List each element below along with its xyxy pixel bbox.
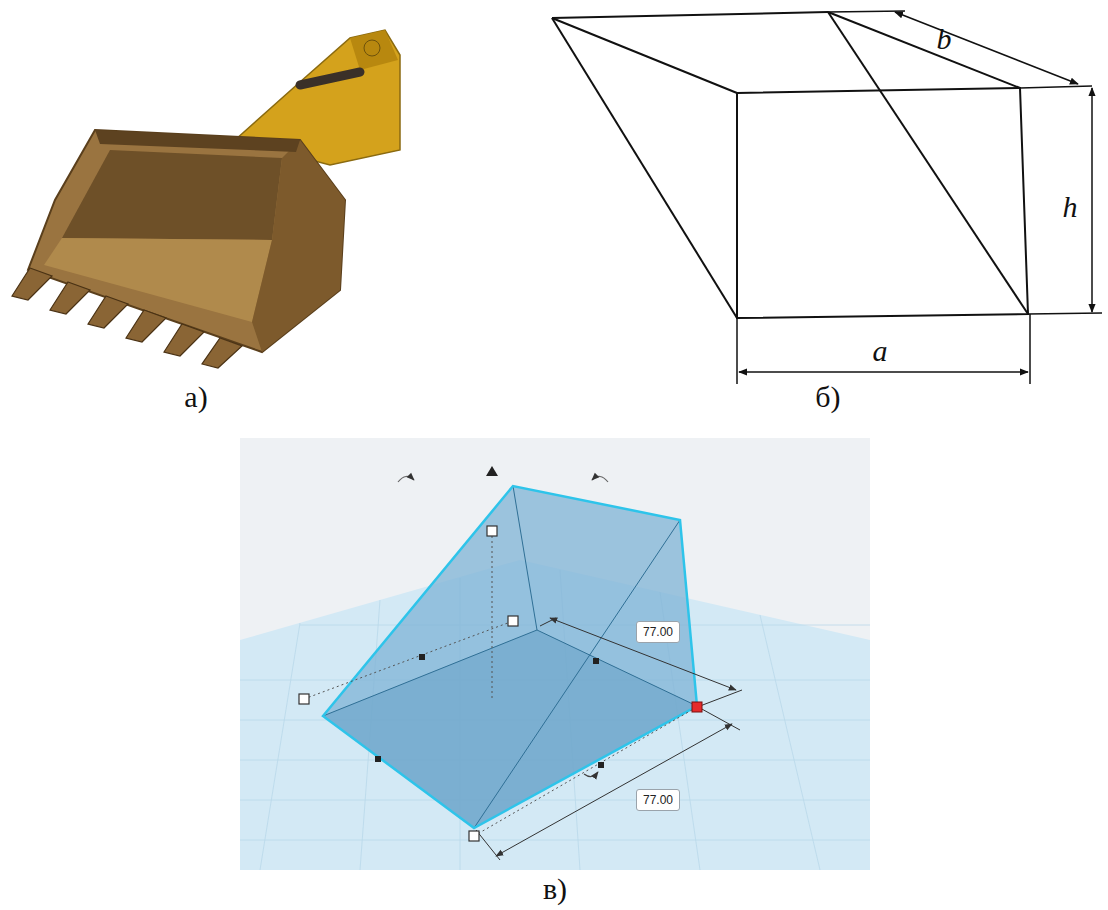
dimension-lines	[737, 11, 1102, 384]
dimension-label: h	[1063, 190, 1078, 223]
wedge-base	[323, 630, 697, 828]
midpoint-handles	[375, 654, 604, 768]
bucket-teeth	[12, 268, 242, 368]
rotate-icon	[592, 476, 608, 482]
bucket-photo	[12, 30, 400, 368]
bucket-side-plate	[252, 140, 345, 352]
bucket-top-edge	[95, 130, 300, 152]
rotate-icon	[398, 476, 414, 482]
hydraulic-rod	[300, 72, 360, 85]
dimension-tag: 77.00	[636, 789, 680, 811]
size-guide	[304, 621, 513, 699]
arm-bracket	[350, 30, 398, 70]
viewport-background	[240, 438, 870, 870]
panel-caption: б)	[815, 380, 840, 413]
dimension-label: b	[937, 22, 952, 55]
height-guide	[492, 531, 493, 700]
active-handle	[692, 702, 702, 712]
size-guide	[474, 707, 697, 836]
wedge-edges	[323, 486, 697, 828]
lift-arrow	[486, 466, 498, 476]
bucket-body	[28, 130, 345, 352]
corner-handles	[299, 526, 518, 841]
panel-caption: а)	[184, 380, 207, 413]
dimension-value: 77.00	[643, 625, 673, 639]
selection-outline	[323, 486, 697, 828]
wedge-body	[323, 486, 697, 828]
cad-dimension	[476, 618, 742, 860]
panel-caption: в)	[543, 872, 567, 905]
bucket-back-wall	[62, 150, 282, 240]
pivot-pin	[364, 40, 380, 56]
rotate-icon	[584, 772, 598, 777]
bucket-floor	[44, 238, 272, 322]
dimension-value: 77.00	[643, 793, 673, 807]
cad-screenshot	[240, 438, 870, 870]
dimension-label: a	[873, 334, 888, 367]
dimension-tag: 77.00	[636, 621, 680, 643]
prism-wireframe	[552, 12, 1028, 318]
